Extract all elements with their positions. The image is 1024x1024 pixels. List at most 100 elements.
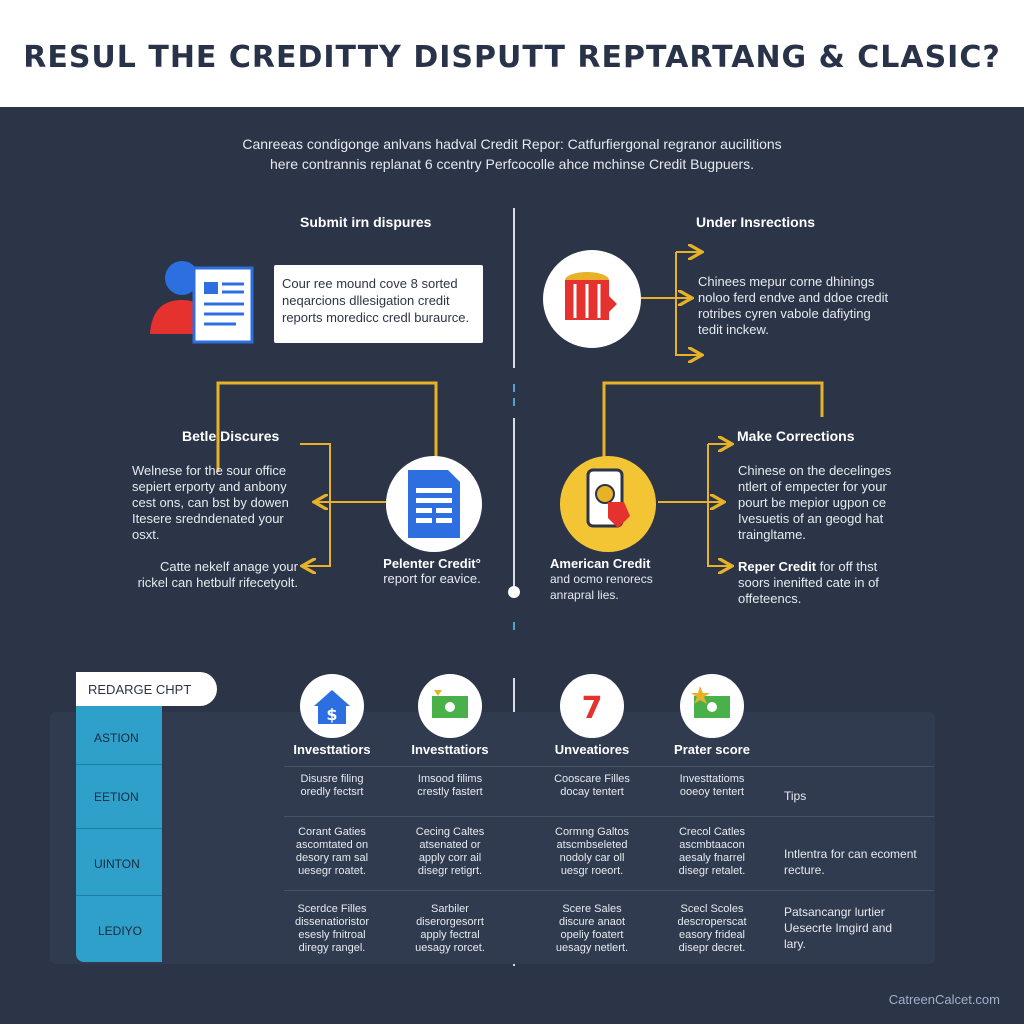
cell-line: uesegr roatet. xyxy=(298,865,366,877)
divider-node xyxy=(508,586,520,598)
box-line: Cour ree mound cove 8 sorted xyxy=(282,276,458,291)
cell-line: disegr retigrt. xyxy=(417,865,483,877)
text-line: Welnese for the sour office xyxy=(132,463,287,478)
text-line: Catte nekelf anage your xyxy=(159,559,298,574)
cell-line: apply fectral xyxy=(420,929,480,941)
center-divider-dash xyxy=(513,398,515,406)
footer-url[interactable]: CatreenCalcet.com xyxy=(888,992,1000,1007)
column-header: Investtatiors xyxy=(411,742,489,757)
node-subtitle: report for eavice. xyxy=(383,571,481,586)
intro-line: Canreeas condigonge anlvans hadval Credi… xyxy=(242,136,782,152)
cell-line: Disusre filing xyxy=(300,773,364,785)
cash-star-icon-circle xyxy=(680,674,744,738)
center-divider-dash xyxy=(513,384,515,392)
cell-line: atscmbseleted xyxy=(556,839,628,851)
center-divider-dash xyxy=(513,622,515,630)
seven-icon-circle: 7 xyxy=(560,674,624,738)
header-band xyxy=(0,0,1024,107)
intro-text: Canreeas condigonge anlvans hadval Credi… xyxy=(150,134,874,174)
house-dollar-icon-circle: $ xyxy=(300,674,364,738)
cell-line: Scere Sales xyxy=(562,903,622,915)
cell-line: apply corr ail xyxy=(418,852,482,864)
table-tab[interactable]: REDARGE CHPT xyxy=(76,672,217,706)
tip-line: lary. xyxy=(784,937,806,951)
cell-line: diregy rangel. xyxy=(298,942,366,954)
betle-text: Welnese for the sour office sepiert erpo… xyxy=(132,463,302,543)
tip-line: recture. xyxy=(784,863,825,877)
cell-line: oredly fectsrt xyxy=(300,786,364,798)
phone-tap-icon xyxy=(586,468,630,528)
table-cell: Cormng Galtos atscmbseleted nodoly car o… xyxy=(536,826,648,878)
text-line: rotribes cyren vabole dafiyting xyxy=(698,306,871,321)
row-divider xyxy=(76,764,162,765)
table-cell: Cecing Caltes atsenated or apply corr ai… xyxy=(394,826,506,878)
row-label: LEDIYO xyxy=(98,924,143,938)
text-line: soors inenifted cate in of xyxy=(738,575,879,590)
table-rule xyxy=(284,890,934,891)
table-rule xyxy=(284,816,934,817)
center-divider xyxy=(513,208,515,368)
row-label: ASTION xyxy=(94,731,139,745)
step-heading: Submit irn dispures xyxy=(300,214,432,230)
svg-text:$: $ xyxy=(326,705,337,724)
tip-line: Intlentra for can ecoment xyxy=(784,847,917,861)
table-cell: Disusre filing oredly fectsrt xyxy=(276,773,388,799)
betle-text-2: Catte nekelf anage your rickel can hetbu… xyxy=(122,559,298,591)
table-cell: Corant Gaties ascomtated on desory ram s… xyxy=(276,826,388,878)
cell-line: aesaly fnarrel xyxy=(678,852,746,864)
tip-line: Uesecrte Imgird and xyxy=(784,921,893,935)
row-divider xyxy=(76,895,162,896)
column-header: Investtatiors xyxy=(293,742,371,757)
cell-line: uesagy rorcet. xyxy=(415,942,485,954)
text-line: Ivesuetis of an geogd hat xyxy=(738,511,884,526)
node-subtitle: and ocmo renorecs xyxy=(550,572,653,586)
cell-line: dissenatioristor xyxy=(295,916,369,928)
page-title: RESUL THE CREDITTY DISPUTT REPTARTANG & … xyxy=(23,40,1001,75)
cell-line: Crecol Catles xyxy=(678,826,746,838)
table-cell: Cooscare Filles docay tentert xyxy=(536,773,648,799)
text-line: traingltame. xyxy=(738,527,806,542)
step-heading: Make Corrections xyxy=(737,428,855,444)
cell-line: discure anaot xyxy=(558,916,626,928)
row-label-strip xyxy=(76,706,162,962)
text-line: sepiert erporty and anbony xyxy=(132,479,287,494)
node-caption: Pelenter Credit° report for eavice. xyxy=(362,556,502,587)
table-cell: Crecol Catles ascmbtaacon aesaly fnarrel… xyxy=(656,826,768,878)
cell-line: Cooscare Filles xyxy=(554,773,630,785)
cell-line: descroperscat xyxy=(677,916,747,928)
inline-text: for off thst xyxy=(816,559,878,574)
cell-line: opeliy foatert xyxy=(560,929,624,941)
person-document-icon xyxy=(150,261,254,344)
seven-icon: 7 xyxy=(582,691,603,726)
cell-line: easory frideal xyxy=(678,929,746,941)
tip-text: Patsancangr lurtier Uesecrte Imgird and … xyxy=(784,904,934,952)
table-cell: Imsood filims crestly fastert xyxy=(394,773,506,799)
cell-line: Imsood filims xyxy=(417,773,483,785)
cell-line: disepr decret. xyxy=(678,942,746,954)
text-line: pourt be mepior ugpon ce xyxy=(738,495,887,510)
center-divider xyxy=(513,418,515,590)
box-line: neqarcions dllesigation credit xyxy=(282,293,450,308)
text-line: osxt. xyxy=(132,527,160,542)
document-icon-circle xyxy=(386,456,482,552)
table-cell: Scerdce Filles dissenatioristor esesly f… xyxy=(276,903,388,955)
cell-line: Cormng Galtos xyxy=(555,826,629,838)
spreadsheet-icon xyxy=(408,470,460,538)
text-line: offeteencs. xyxy=(738,591,802,606)
text-line: cest ons, can bst by dowen xyxy=(132,495,289,510)
table-rule xyxy=(284,766,934,767)
row-label: EETION xyxy=(94,790,139,804)
column-header: Prater score xyxy=(674,742,750,757)
cell-line: uesgr roeort. xyxy=(560,865,624,877)
phone-icon-circle xyxy=(560,456,656,552)
inline-heading: Reper Credit xyxy=(738,559,817,574)
cell-line: Scerdce Filles xyxy=(297,903,367,915)
box-line: reports moredicc credl buraurce. xyxy=(282,310,470,325)
cash-icon xyxy=(432,690,468,718)
text-line: rickel can hetbulf rifecetyolt. xyxy=(137,575,298,590)
cell-line: Sarbiler xyxy=(431,903,469,915)
cell-line: Scecl Scoles xyxy=(680,903,744,915)
cell-line: Investtatioms xyxy=(679,773,745,785)
table-cell: Scere Sales discure anaot opeliy foatert… xyxy=(536,903,648,955)
text-line: Chinese on the decelinges xyxy=(738,463,892,478)
